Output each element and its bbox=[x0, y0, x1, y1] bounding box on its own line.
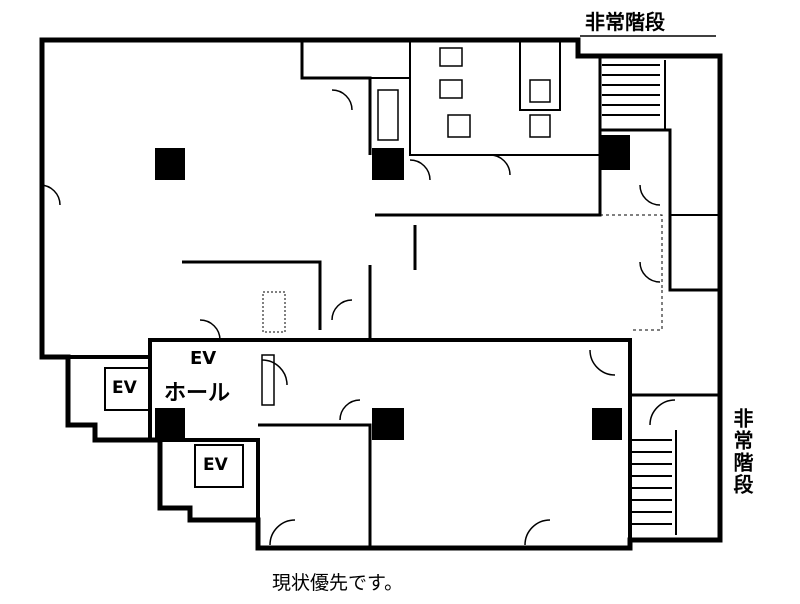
door bbox=[489, 154, 511, 176]
door bbox=[331, 299, 353, 321]
outer-wall bbox=[39, 37, 723, 551]
door bbox=[524, 519, 551, 546]
elevator-label-1: EV bbox=[112, 378, 137, 398]
door bbox=[639, 261, 661, 283]
door bbox=[649, 399, 676, 426]
columns bbox=[155, 135, 630, 440]
door bbox=[409, 159, 431, 181]
elevator-box bbox=[194, 444, 244, 488]
elevator-label-2: EV bbox=[203, 455, 228, 475]
door bbox=[589, 349, 616, 376]
ev-hall-label-2: ホール bbox=[164, 381, 231, 406]
ev-hall-label-1: EV bbox=[190, 348, 217, 369]
elevator-box bbox=[104, 367, 151, 411]
door bbox=[339, 399, 361, 421]
door bbox=[39, 184, 61, 206]
note-text: 現状優先です。 bbox=[272, 572, 404, 594]
emergency-stairs-right-label: 非常階段 bbox=[730, 408, 754, 496]
stairs-top bbox=[602, 60, 666, 130]
door bbox=[269, 519, 296, 546]
door bbox=[199, 319, 221, 341]
door bbox=[331, 89, 353, 111]
door bbox=[261, 359, 288, 386]
emergency-stairs-top-label: 非常階段 bbox=[585, 10, 665, 34]
stairs-right bbox=[632, 430, 677, 535]
door bbox=[639, 184, 661, 206]
